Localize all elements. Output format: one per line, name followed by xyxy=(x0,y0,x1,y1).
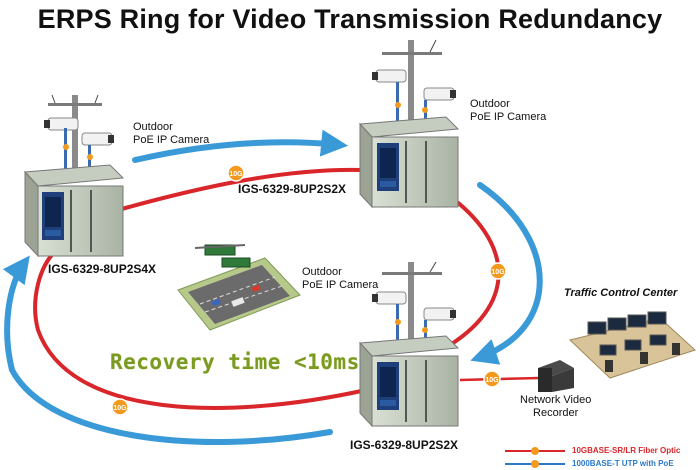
traffic-control-center xyxy=(568,311,696,379)
camera-icon xyxy=(372,291,407,305)
switch-label-top: IGS-6329-8UP2S2X xyxy=(238,182,347,196)
site-bottom xyxy=(358,261,460,428)
svg-text:10G: 10G xyxy=(229,171,243,178)
badge-10g-right: 10G xyxy=(489,262,507,280)
legend xyxy=(505,447,565,468)
camera-icon xyxy=(423,307,456,321)
site-left xyxy=(23,94,125,258)
switch-icon xyxy=(42,192,64,240)
switch-icon xyxy=(377,362,399,410)
cabinet-left xyxy=(23,164,125,258)
arrow-top-to-bottom xyxy=(470,182,543,365)
site-top xyxy=(358,39,460,209)
svg-text:10G: 10G xyxy=(491,269,505,276)
ring-arrows xyxy=(2,129,543,445)
svg-text:10G: 10G xyxy=(485,377,499,384)
cabinet-top xyxy=(358,116,460,209)
fiber-link-bottom-left xyxy=(33,250,367,410)
switch-label-bottom: IGS-6329-8UP2S2X xyxy=(350,438,459,452)
diagram-title: ERPS Ring for Video Transmission Redunda… xyxy=(37,4,663,34)
highway-illustration xyxy=(177,244,301,331)
badge-10g-nvr: 10G xyxy=(483,370,501,388)
badge-10g-top: 10G xyxy=(227,164,245,182)
cabinet-bottom xyxy=(358,335,460,428)
fiber-link-left-top xyxy=(117,167,363,212)
traffic-center-label: Traffic Control Center xyxy=(564,287,678,299)
nvr-device xyxy=(538,360,574,392)
legend-utp-label: 1000BASE-T UTP with PoE xyxy=(572,459,674,468)
camera-icon xyxy=(81,132,114,146)
arrow-left-to-top xyxy=(132,129,349,163)
arrow-bottom-to-left xyxy=(2,255,333,445)
badge-10g-bottom: 10G xyxy=(111,398,129,416)
legend-fiber-label: 10GBASE-SR/LR Fiber Optic xyxy=(572,446,681,455)
switch-label-left: IGS-6329-8UP2S4X xyxy=(48,262,157,276)
camera-icon xyxy=(423,87,456,101)
recovery-time-text: Recovery time <10ms xyxy=(110,350,360,374)
switch-icon xyxy=(377,143,399,191)
svg-text:10G: 10G xyxy=(113,405,127,412)
camera-icon xyxy=(372,69,407,83)
camera-icon xyxy=(44,117,79,131)
